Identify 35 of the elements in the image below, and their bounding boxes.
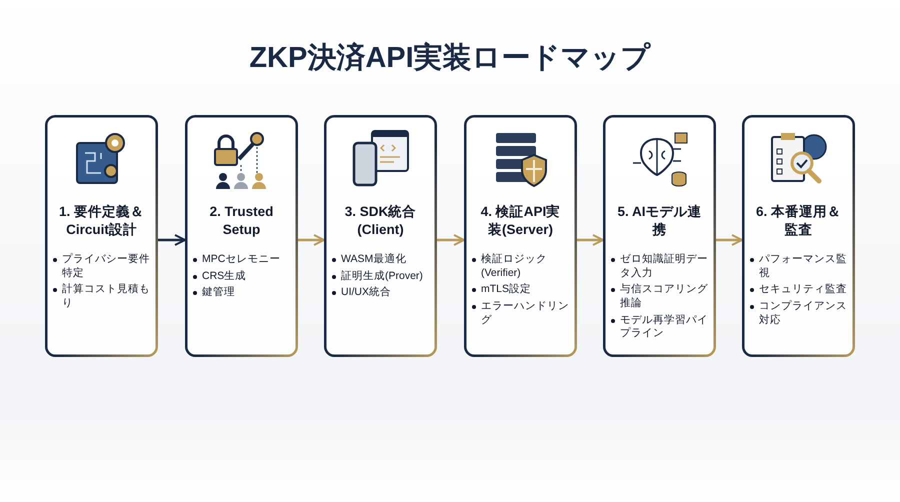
bullet-item: MPCセレモニー [202, 253, 282, 267]
step-card [324, 115, 437, 357]
arrow [437, 234, 465, 246]
step-heading: 6. 本番運用＆監査 [754, 203, 842, 238]
bullet-item: 与信スコアリング推論 [620, 283, 709, 311]
step-heading: 5. AIモデル連携 [616, 203, 702, 238]
step-heading: 4. 検証API実装(Server) [480, 203, 562, 238]
step-heading: 2. Trusted Setup [208, 203, 274, 238]
step-heading: 3. SDK統合(Client) [344, 203, 418, 238]
bullet-item: プライバシー要件特定 [62, 253, 151, 280]
bullet-item: コンプライアンス対応 [759, 300, 848, 328]
bullet-item: モデル再学習パイプライン [620, 314, 709, 341]
diagram-title: ZKP決済API実装ロードマップ [249, 40, 651, 76]
bullet-item: 鍵管理 [202, 286, 236, 300]
bullet-item: mTLS設定 [481, 283, 532, 297]
step-card [742, 115, 855, 357]
bullet-item: WASM最適化 [341, 253, 408, 267]
bullet-item: セキュリティ監査 [759, 283, 848, 297]
bullet-item: 証明生成(Prover) [341, 270, 424, 284]
step-card [45, 115, 158, 357]
bullet-item: UI/UX統合 [341, 286, 392, 300]
step-heading: 1. 要件定義＆Circuit設計 [58, 203, 145, 238]
step-card [185, 115, 298, 357]
arrow [577, 234, 604, 246]
bullet-item: パフォーマンス監視 [759, 253, 848, 280]
bullet-item: 計算コスト見積もり [62, 283, 151, 311]
bullet-item: 検証ロジック(Verifier) [481, 253, 548, 280]
bullet-item: ゼロ知識証明データ入力 [620, 253, 709, 280]
arrow [716, 234, 743, 246]
bullet-item: エラーハンドリング [481, 300, 570, 328]
arrow [298, 234, 325, 246]
step-card [464, 115, 577, 357]
arrow [158, 234, 186, 246]
step-card [603, 115, 716, 357]
bullet-item: CRS生成 [202, 270, 248, 284]
